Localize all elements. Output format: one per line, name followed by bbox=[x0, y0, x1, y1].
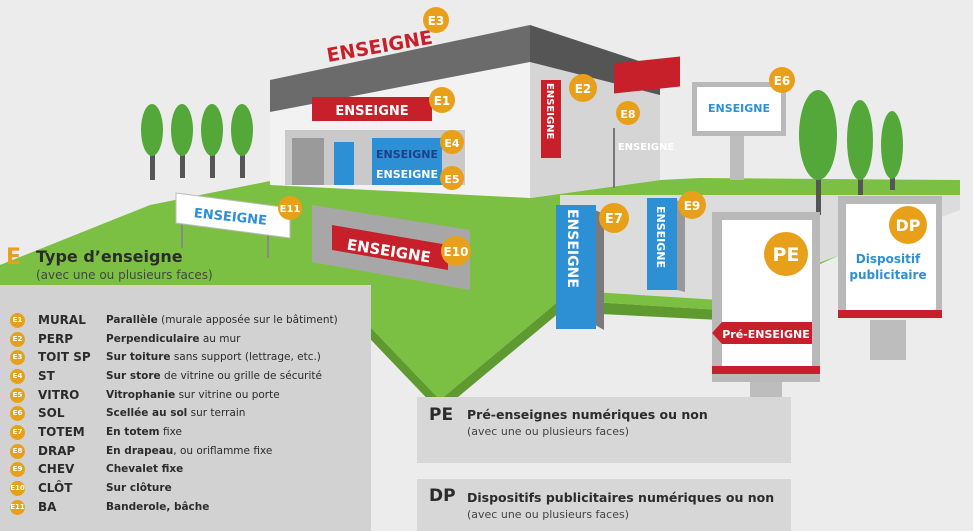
svg-text:ENSEIGNE: ENSEIGNE bbox=[618, 142, 675, 153]
svg-text:Pré-ENSEIGNE: Pré-ENSEIGNE bbox=[722, 328, 810, 341]
badge-e1 bbox=[429, 87, 455, 113]
badge-dp bbox=[889, 206, 927, 244]
sign-e6: ENSEIGNE bbox=[692, 82, 786, 180]
lawn-shadow bbox=[0, 285, 720, 412]
svg-text:E4: E4 bbox=[444, 137, 460, 150]
svg-text:PE: PE bbox=[773, 244, 800, 266]
badges: E3 E1 E4 E5 E2 E8 E6 E11 E10 E7 E9 PE DP bbox=[278, 7, 927, 276]
sign-e9: ENSEIGNE bbox=[647, 198, 685, 292]
svg-text:E5: E5 bbox=[444, 173, 459, 186]
pe-subtitle: (avec une ou plusieurs faces) bbox=[467, 425, 629, 438]
badge-e8 bbox=[616, 101, 640, 125]
badge-e2 bbox=[569, 74, 597, 102]
sign-e7: ENSEIGNE bbox=[556, 205, 604, 330]
svg-text:ENSEIGNE: ENSEIGNE bbox=[708, 102, 770, 115]
badge-e11 bbox=[278, 196, 302, 220]
badge-e4 bbox=[440, 130, 464, 154]
pre-enseigne-arrow bbox=[712, 322, 812, 344]
sign-e10: ENSEIGNE bbox=[312, 205, 470, 290]
svg-text:ENSEIGNE: ENSEIGNE bbox=[544, 83, 555, 140]
badge-pe bbox=[764, 232, 808, 276]
badge-e6 bbox=[769, 67, 795, 93]
svg-text:E3: E3 bbox=[428, 14, 445, 28]
pe-code: PE bbox=[429, 405, 454, 425]
svg-text:E9: E9 bbox=[684, 199, 701, 213]
sign-e2 bbox=[541, 80, 561, 158]
legend-panel bbox=[0, 285, 371, 531]
svg-text:E11: E11 bbox=[280, 204, 301, 215]
svg-text:ENSEIGNE: ENSEIGNE bbox=[564, 209, 580, 288]
svg-text:ENSEIGNE: ENSEIGNE bbox=[654, 206, 667, 268]
badge-e10 bbox=[441, 236, 471, 266]
svg-text:E10: E10 bbox=[444, 245, 469, 259]
svg-text:publicitaire: publicitaire bbox=[849, 268, 926, 282]
badge-e5 bbox=[440, 166, 464, 190]
legend-letter: E bbox=[6, 245, 22, 270]
badge-e7 bbox=[599, 203, 629, 233]
pe-legend-box: PE Pré-enseignes numériques ou non (avec… bbox=[417, 397, 791, 463]
legend-title: Type d’enseigne bbox=[36, 247, 183, 266]
legend-subtitle: (avec une ou plusieurs faces) bbox=[36, 268, 213, 282]
svg-text:E6: E6 bbox=[774, 74, 791, 88]
svg-text:DP: DP bbox=[895, 216, 920, 235]
dp-subtitle: (avec une ou plusieurs faces) bbox=[467, 508, 629, 521]
dp-code: DP bbox=[429, 486, 456, 506]
svg-text:E7: E7 bbox=[605, 212, 623, 227]
sign-e4: ENSEIGNE bbox=[376, 148, 438, 161]
svg-text:E1: E1 bbox=[434, 94, 451, 108]
sign-e5: ENSEIGNE bbox=[376, 168, 438, 181]
dp-legend-box: DP Dispositifs publicitaires numériques … bbox=[417, 479, 791, 531]
trees-left bbox=[141, 104, 253, 180]
svg-text:E8: E8 bbox=[620, 108, 635, 121]
sign-e1 bbox=[312, 97, 432, 121]
dp-label: Dispositifs publicitaires numériques ou … bbox=[467, 490, 775, 505]
pe-label: Pré-enseignes numériques ou non bbox=[467, 407, 708, 422]
sign-e8 bbox=[614, 56, 680, 94]
badge-e3 bbox=[423, 7, 449, 33]
svg-text:E2: E2 bbox=[575, 82, 592, 96]
sign-e11: ENSEIGNE bbox=[175, 192, 291, 258]
trees-right bbox=[799, 90, 903, 215]
badge-e9 bbox=[678, 191, 706, 219]
svg-text:Dispositif: Dispositif bbox=[856, 252, 921, 266]
svg-text:ENSEIGNE: ENSEIGNE bbox=[335, 104, 408, 119]
